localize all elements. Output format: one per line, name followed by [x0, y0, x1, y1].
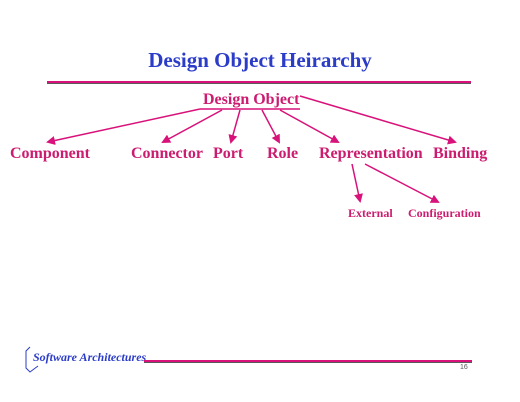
arrow-to-port [228, 109, 241, 144]
node-configuration: Configuration [408, 206, 481, 220]
node-connector: Connector [131, 145, 203, 162]
arrow-to-external [351, 163, 363, 203]
node-component: Component [10, 145, 91, 162]
node-role: Role [267, 145, 299, 162]
title-divider [47, 81, 471, 84]
page-number: 16 [460, 364, 468, 371]
arrow-to-representation [279, 109, 340, 143]
node-port: Port [213, 145, 244, 162]
node-design-object: Design Object [203, 91, 300, 108]
footer-brand: Software Architectures [33, 350, 147, 364]
node-external: External [348, 206, 393, 220]
arrow-to-configuration [364, 163, 440, 203]
arrow-to-role [261, 109, 280, 144]
node-representation: Representation [319, 145, 423, 162]
footer-divider [144, 360, 472, 363]
footer-bracket [25, 346, 39, 373]
node-binding: Binding [433, 145, 488, 162]
arrow-to-connector [161, 109, 223, 143]
arrow-to-binding [299, 95, 457, 145]
arrow-to-component [46, 108, 201, 145]
slide-title: Design Object Heirarchy [148, 48, 372, 72]
